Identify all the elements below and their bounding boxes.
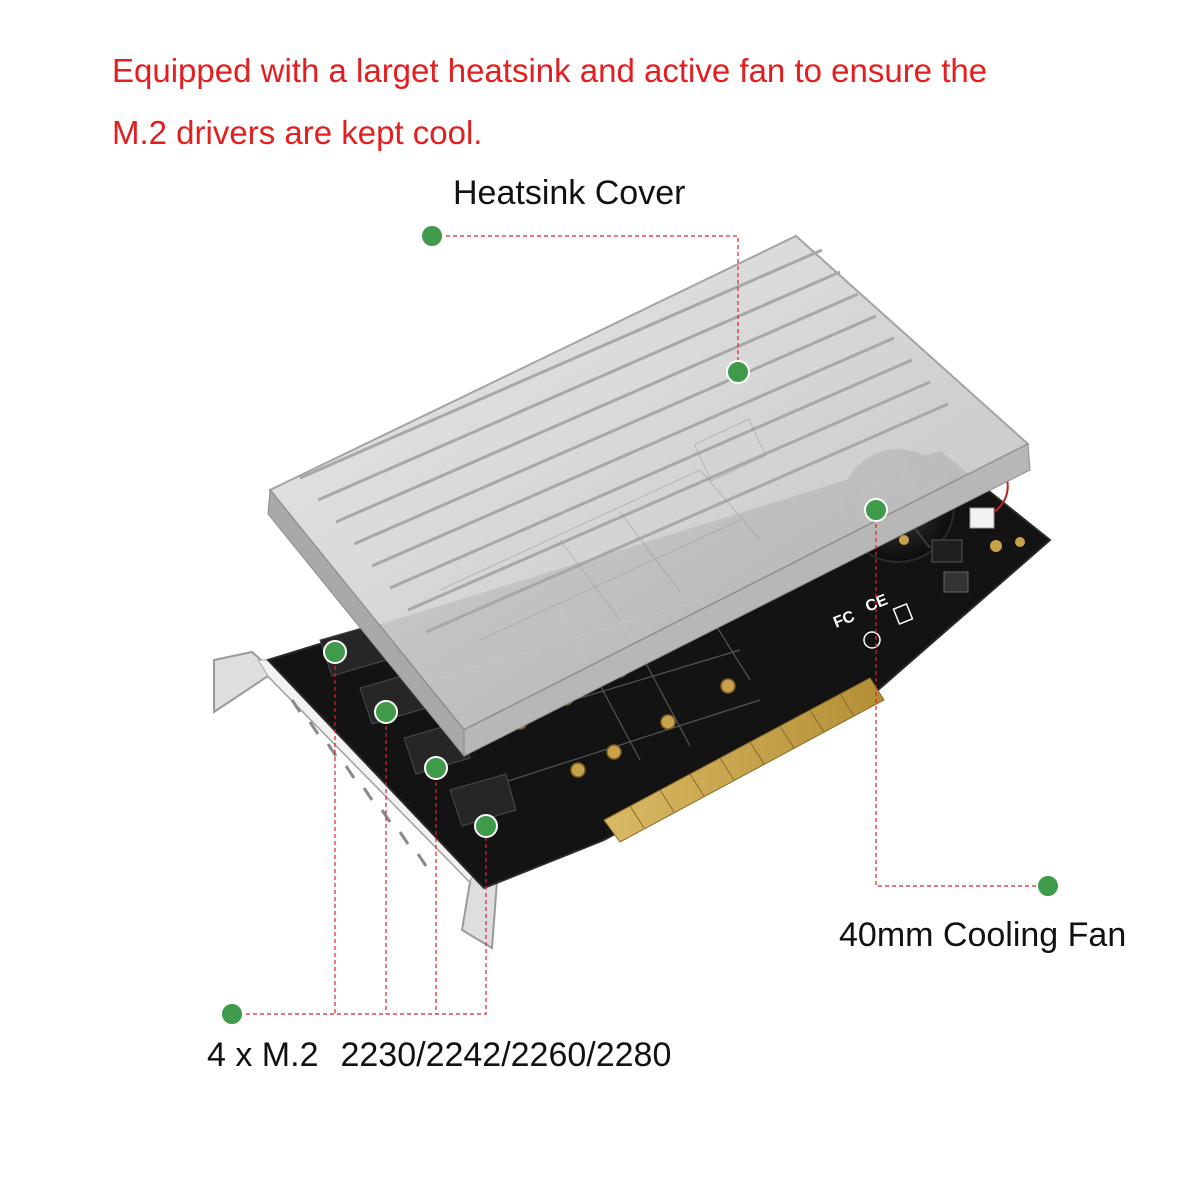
marker-heatsink [726,360,750,384]
fan-header [969,507,995,529]
heatsink-cover [267,234,1031,758]
fc-mark: FC [831,608,858,632]
weee-icon [892,602,914,626]
m2-count-label: 4 x M.2 [207,1036,319,1074]
m2-sizes-label: 2230/2242/2260/2280 [340,1036,672,1074]
chip [931,539,963,563]
marker-m2-slot-3 [424,756,448,780]
leader-m2-4 [232,826,487,1015]
headline-line-2: M.2 drivers are kept cool. [112,114,483,151]
leader-fan [875,510,1048,887]
recycle-icon [863,631,881,649]
headline-line-1: Equipped with a larget heatsink and acti… [112,52,988,89]
marker-heatsink-label [420,224,444,248]
solder-pad [1015,537,1025,547]
m2-connector-4 [449,773,517,827]
callout-markers [220,224,1060,1026]
solder-pad [899,535,909,545]
marker-m2-slot-4 [474,814,498,838]
marker-m2-slot-2 [374,700,398,724]
solder-pad [990,540,1002,552]
leader-heatsink [432,235,739,372]
marker-fan [864,498,888,522]
heatsink-cover-label: Heatsink Cover [453,174,686,212]
inductor [943,571,969,593]
cooling-fan-label: 40mm Cooling Fan [839,916,1127,954]
marker-m2-label [220,1002,244,1026]
marker-fan-label [1036,874,1060,898]
pcie-gold-fingers [603,677,885,843]
m2-slots-label: 4 x M.2 2230/2242/2260/2280 [207,1036,671,1075]
marker-m2-slot-1 [323,640,347,664]
leader-lines [232,235,1048,1015]
